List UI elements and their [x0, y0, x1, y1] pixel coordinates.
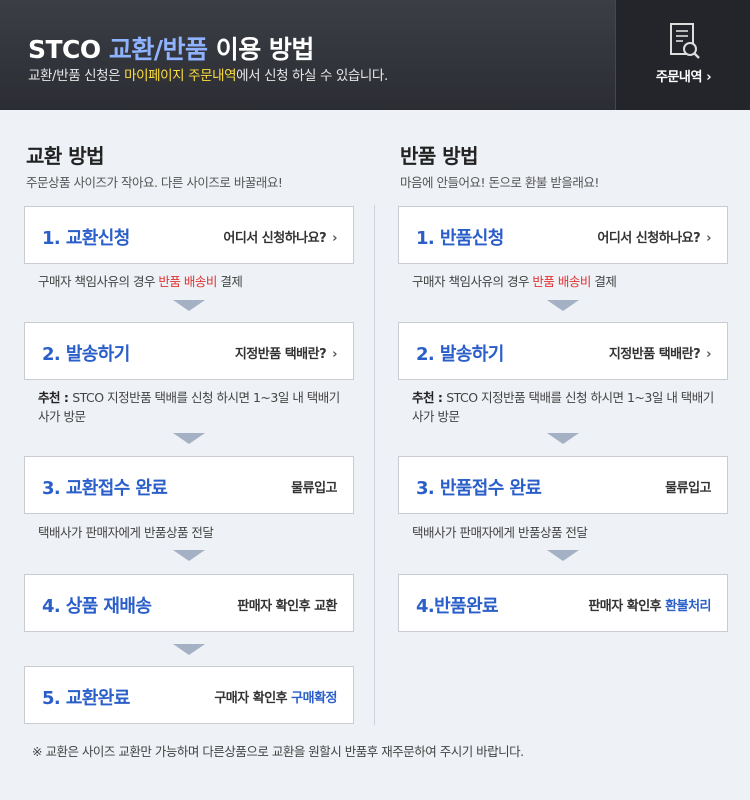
down-arrow-icon: [173, 550, 205, 561]
down-arrow-icon: [173, 300, 205, 311]
chevron-right-icon: ›: [706, 347, 711, 362]
step-detail: 물류입고: [291, 481, 337, 496]
column-divider: [374, 205, 375, 725]
exchange-step-5: 5. 교환완료 구매자 확인후 구매확정: [24, 666, 354, 724]
step-label: 2. 발송하기: [42, 344, 130, 365]
step-label: 3. 교환접수 완료: [42, 478, 168, 499]
return-step-1[interactable]: 1. 반품신청 어디서 신청하나요? ›: [398, 206, 728, 264]
footer-note: ※ 교환은 사이즈 교환만 가능하며 다른상품으로 교환을 원할시 반품후 재주…: [32, 744, 524, 759]
exchange-note-recommend: 추천 : STCO 지정반품 택배를 신청 하시면 1~3일 내 택배기사가 방…: [38, 390, 340, 424]
step-label: 1. 교환신청: [42, 228, 130, 249]
chevron-right-icon: ›: [332, 347, 337, 362]
return-title: 반품 방법: [400, 144, 479, 168]
step-link: 어디서 신청하나요?: [223, 231, 327, 246]
title-highlight: 교환/반품: [108, 35, 208, 64]
exchange-note-delivery: 택배사가 판매자에게 반품상품 전달: [38, 525, 214, 540]
down-arrow-icon: [173, 644, 205, 655]
return-note-recommend: 추천 : STCO 지정반품 택배를 신청 하시면 1~3일 내 택배기사가 방…: [412, 390, 714, 424]
chevron-right-icon: ›: [332, 231, 337, 246]
chevron-right-icon: ›: [706, 231, 711, 246]
step-link: 지정반품 택배란?: [234, 347, 327, 362]
step-label: 2. 발송하기: [416, 344, 504, 365]
subtitle-highlight: 마이페이지 주문내역: [124, 68, 237, 84]
order-button-label: 주문내역: [655, 70, 703, 85]
return-step-4: 4.반품완료 판매자 확인후 환불처리: [398, 574, 728, 632]
return-step-2[interactable]: 2. 발송하기 지정반품 택배란? ›: [398, 322, 728, 380]
exchange-title: 교환 방법: [26, 144, 105, 168]
page-title: STCO 교환/반품 이용 방법: [28, 35, 314, 64]
step-link: 지정반품 택배란?: [608, 347, 701, 362]
step-label: 1. 반품신청: [416, 228, 504, 249]
step-link: 어디서 신청하나요?: [597, 231, 701, 246]
exchange-step-2[interactable]: 2. 발송하기 지정반품 택배란? ›: [24, 322, 354, 380]
chevron-right-icon: ›: [706, 70, 712, 85]
exchange-step-4: 4. 상품 재배송 판매자 확인후 교환: [24, 574, 354, 632]
page-subtitle: 교환/반품 신청은 마이페이지 주문내역에서 신청 하실 수 있습니다.: [28, 68, 388, 84]
header-banner: STCO 교환/반품 이용 방법 교환/반품 신청은 마이페이지 주문내역에서 …: [0, 0, 750, 110]
return-note-shipping-fee: 구매자 책임사유의 경우 반품 배송비 결제: [412, 274, 617, 289]
step-detail: 구매자 확인후 구매확정: [214, 691, 337, 706]
exchange-step-1[interactable]: 1. 교환신청 어디서 신청하나요? ›: [24, 206, 354, 264]
step-label: 4.반품완료: [416, 596, 499, 617]
exchange-subtitle: 주문상품 사이즈가 작아요. 다른 사이즈로 바꿀래요!: [26, 175, 283, 190]
return-subtitle: 마음에 안들어요! 돈으로 환불 받을래요!: [400, 175, 599, 190]
order-history-button[interactable]: 주문내역 ›: [615, 0, 750, 110]
down-arrow-icon: [547, 433, 579, 444]
return-note-delivery: 택배사가 판매자에게 반품상품 전달: [412, 525, 588, 540]
step-detail: 판매자 확인후 환불처리: [588, 599, 711, 614]
step-detail: 물류입고: [665, 481, 711, 496]
step-label: 3. 반품접수 완료: [416, 478, 542, 499]
step-label: 5. 교환완료: [42, 688, 130, 709]
document-search-icon: [670, 23, 700, 59]
step-label: 4. 상품 재배송: [42, 596, 152, 617]
exchange-step-3: 3. 교환접수 완료 물류입고: [24, 456, 354, 514]
return-step-3: 3. 반품접수 완료 물류입고: [398, 456, 728, 514]
down-arrow-icon: [547, 550, 579, 561]
exchange-note-shipping-fee: 구매자 책임사유의 경우 반품 배송비 결제: [38, 274, 243, 289]
step-detail: 판매자 확인후 교환: [237, 599, 337, 614]
down-arrow-icon: [547, 300, 579, 311]
down-arrow-icon: [173, 433, 205, 444]
